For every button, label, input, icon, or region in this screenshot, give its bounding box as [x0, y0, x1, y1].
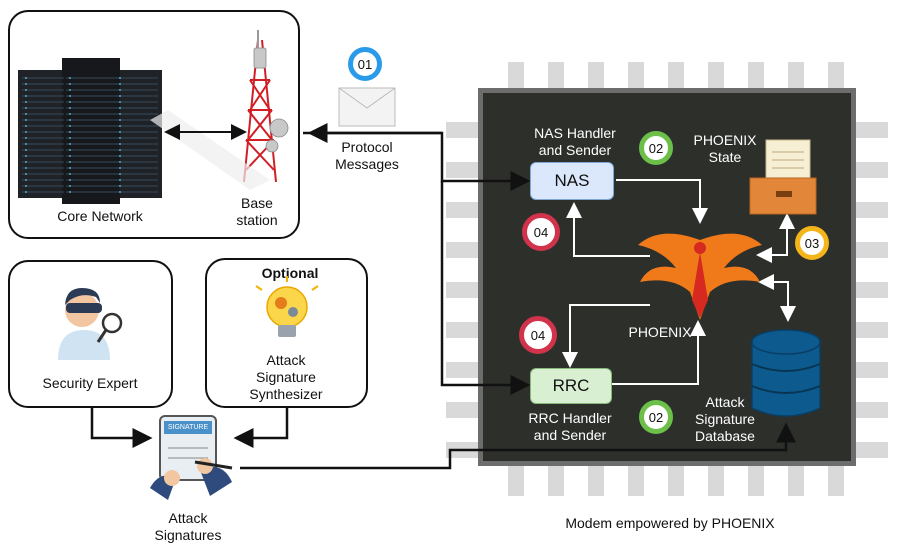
- protocol-label-line2: Messages: [335, 156, 399, 172]
- modem-caption: Modem empowered by PHOENIX: [565, 515, 775, 531]
- chip-pin: [748, 62, 764, 94]
- chip-pin: [446, 322, 482, 338]
- chip-pin: [588, 62, 604, 94]
- rrc-badge-02: 02: [639, 400, 673, 434]
- state-label-line2: State: [708, 149, 742, 165]
- chip-pin: [668, 62, 684, 94]
- synth-label-line2: Signature: [256, 369, 316, 385]
- chip-pin: [446, 202, 482, 218]
- chip-pin: [548, 62, 564, 94]
- chip-pin: [852, 322, 888, 338]
- nas-badge-02: 02: [639, 131, 673, 165]
- nas-badge-04: 04: [522, 213, 560, 251]
- state-label-line1: PHOENIX: [693, 132, 757, 148]
- chip-pin: [446, 122, 482, 138]
- chip-pin: [828, 62, 844, 94]
- chip-pin: [852, 282, 888, 298]
- chip-pin: [852, 402, 888, 418]
- chip-pin: [446, 282, 482, 298]
- rrc-badge-04: 04: [519, 316, 557, 354]
- base-station-label-line1: Base: [241, 195, 273, 211]
- core-network-label: Core Network: [57, 208, 143, 224]
- nas-box: NAS: [530, 162, 614, 200]
- db-label-line3: Database: [695, 428, 755, 444]
- base-station-label-line2: station: [236, 212, 278, 228]
- phoenix-label: PHOENIX: [628, 324, 692, 340]
- chip-pin: [788, 62, 804, 94]
- chip-pin: [446, 402, 482, 418]
- chip-pin: [446, 242, 482, 258]
- chip-pin: [446, 162, 482, 178]
- chip-pin: [828, 460, 844, 496]
- chip-pin: [852, 162, 888, 178]
- chip-pin: [508, 62, 524, 94]
- optional-label: Optional: [261, 265, 319, 281]
- chip-pin: [852, 202, 888, 218]
- nas-caption-line1: NAS Handler: [534, 125, 616, 141]
- rrc-caption-line2: and Sender: [533, 427, 607, 443]
- db-label-line2: Signature: [695, 411, 755, 427]
- chip-pin: [788, 460, 804, 496]
- db-label-line1: Attack: [705, 394, 745, 410]
- chip-pin: [852, 242, 888, 258]
- security-expert-label: Security Expert: [42, 375, 138, 391]
- chip-pin: [628, 62, 644, 94]
- chip-pin: [852, 442, 888, 458]
- synth-label-line1: Attack: [266, 352, 306, 368]
- protocol-badge-01: 01: [348, 47, 382, 81]
- chip-pin: [708, 62, 724, 94]
- rrc-caption-line1: RRC Handler: [528, 410, 612, 426]
- tablet-header-text: SIGNATURE: [167, 424, 209, 431]
- chip-pin: [852, 122, 888, 138]
- rrc-box: RRC: [530, 368, 612, 404]
- protocol-label-line1: Protocol: [341, 139, 393, 155]
- attack-signatures-label-line1: Attack: [168, 510, 208, 526]
- chip-pin: [852, 362, 888, 378]
- synth-label-line3: Synthesizer: [249, 386, 323, 402]
- nas-caption-line2: and Sender: [538, 142, 612, 158]
- attack-signatures-label-line2: Signatures: [154, 527, 222, 543]
- chip-pin: [446, 362, 482, 378]
- state-badge-03: 03: [795, 226, 829, 260]
- chip-pin: [446, 442, 482, 458]
